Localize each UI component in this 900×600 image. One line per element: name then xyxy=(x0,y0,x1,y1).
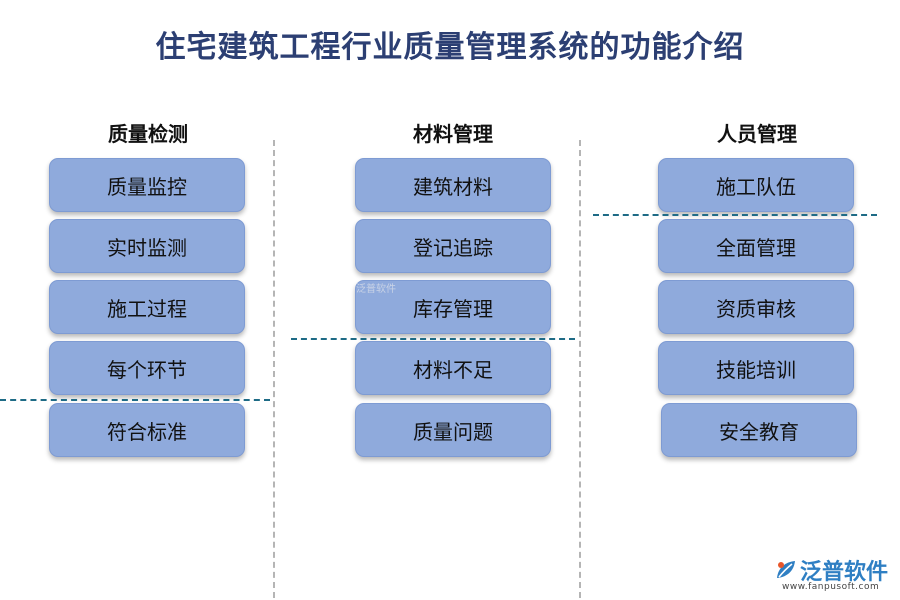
column-divider-left xyxy=(273,140,275,598)
page-title: 住宅建筑工程行业质量管理系统的功能介绍 xyxy=(155,30,745,65)
divider-dashed-middle xyxy=(291,338,575,340)
box-safety-education: 安全教育 xyxy=(661,403,857,457)
column-divider-right xyxy=(579,140,581,598)
box-material-shortage: 材料不足 xyxy=(355,341,551,395)
box-building-materials: 建筑材料 xyxy=(355,158,551,212)
column-heading-quality: 质量检测 xyxy=(108,122,188,146)
box-construction-process: 施工过程 xyxy=(49,280,245,334)
brand-url: www.fanpusoft.com xyxy=(782,582,880,592)
box-construction-team: 施工队伍 xyxy=(658,158,854,212)
brand-leaf-icon xyxy=(777,561,795,578)
watermark-text: 泛普软件 xyxy=(356,284,396,295)
brand-name: 泛普软件 xyxy=(800,560,889,585)
box-realtime-monitoring: 实时监测 xyxy=(49,219,245,273)
box-quality-monitoring: 质量监控 xyxy=(49,158,245,212)
box-skill-training: 技能培训 xyxy=(658,341,854,395)
column-heading-materials: 材料管理 xyxy=(413,122,493,146)
box-qualification-review: 资质审核 xyxy=(658,280,854,334)
divider-dashed-right xyxy=(593,214,877,216)
box-quality-issues: 质量问题 xyxy=(355,403,551,457)
box-comprehensive-management: 全面管理 xyxy=(658,219,854,273)
column-heading-personnel: 人员管理 xyxy=(717,122,797,146)
brand-logo: 泛普软件 xyxy=(774,554,888,586)
divider-dashed-left xyxy=(0,399,270,401)
box-every-step: 每个环节 xyxy=(49,341,245,395)
box-inventory-management: 库存管理 xyxy=(355,280,551,334)
box-meets-standard: 符合标准 xyxy=(49,403,245,457)
box-registration-tracking: 登记追踪 xyxy=(355,219,551,273)
